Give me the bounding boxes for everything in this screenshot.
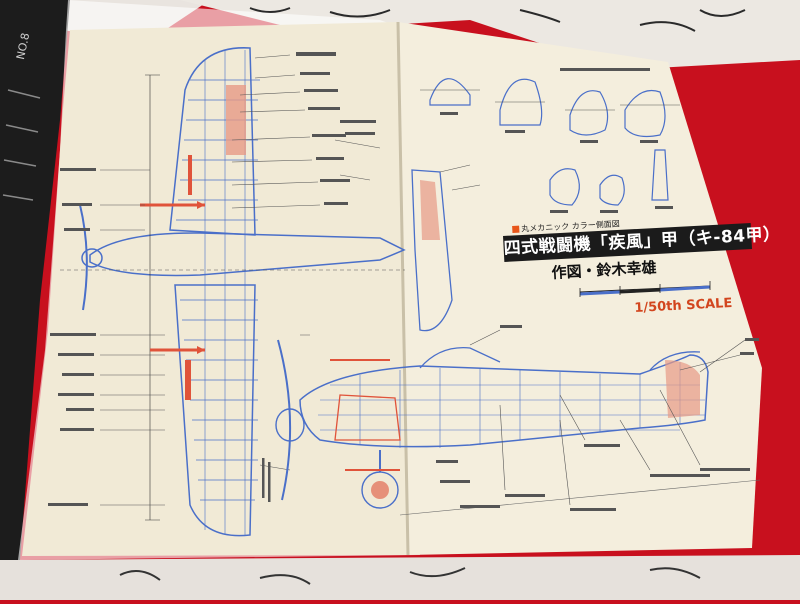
annotation-text-marks-left — [48, 52, 376, 506]
cloth-pattern-bottom — [0, 555, 800, 600]
annotation-text-marks-right — [436, 325, 759, 511]
calligraphy-strokes — [249, 7, 746, 32]
cross-section-labels — [440, 68, 673, 213]
airplane-side-view-drawing — [275, 339, 761, 516]
fuselage-cross-section-drawing — [420, 78, 680, 206]
side-view-highlights — [330, 359, 700, 499]
annotation-leaders-bottom — [469, 329, 746, 506]
scale-bar — [579, 281, 711, 297]
cloth-strokes-bottom — [119, 567, 701, 585]
orange-square-icon — [512, 225, 520, 233]
rudder-drawing — [411, 164, 481, 332]
page-fold — [396, 21, 410, 556]
cover-text-lines — [2, 89, 41, 201]
left-page — [22, 22, 408, 556]
airplane-top-view-drawing — [60, 47, 406, 537]
magazine-cover — [0, 0, 70, 560]
annotation-leaders-left — [100, 54, 381, 506]
top-view-highlights — [140, 85, 246, 400]
